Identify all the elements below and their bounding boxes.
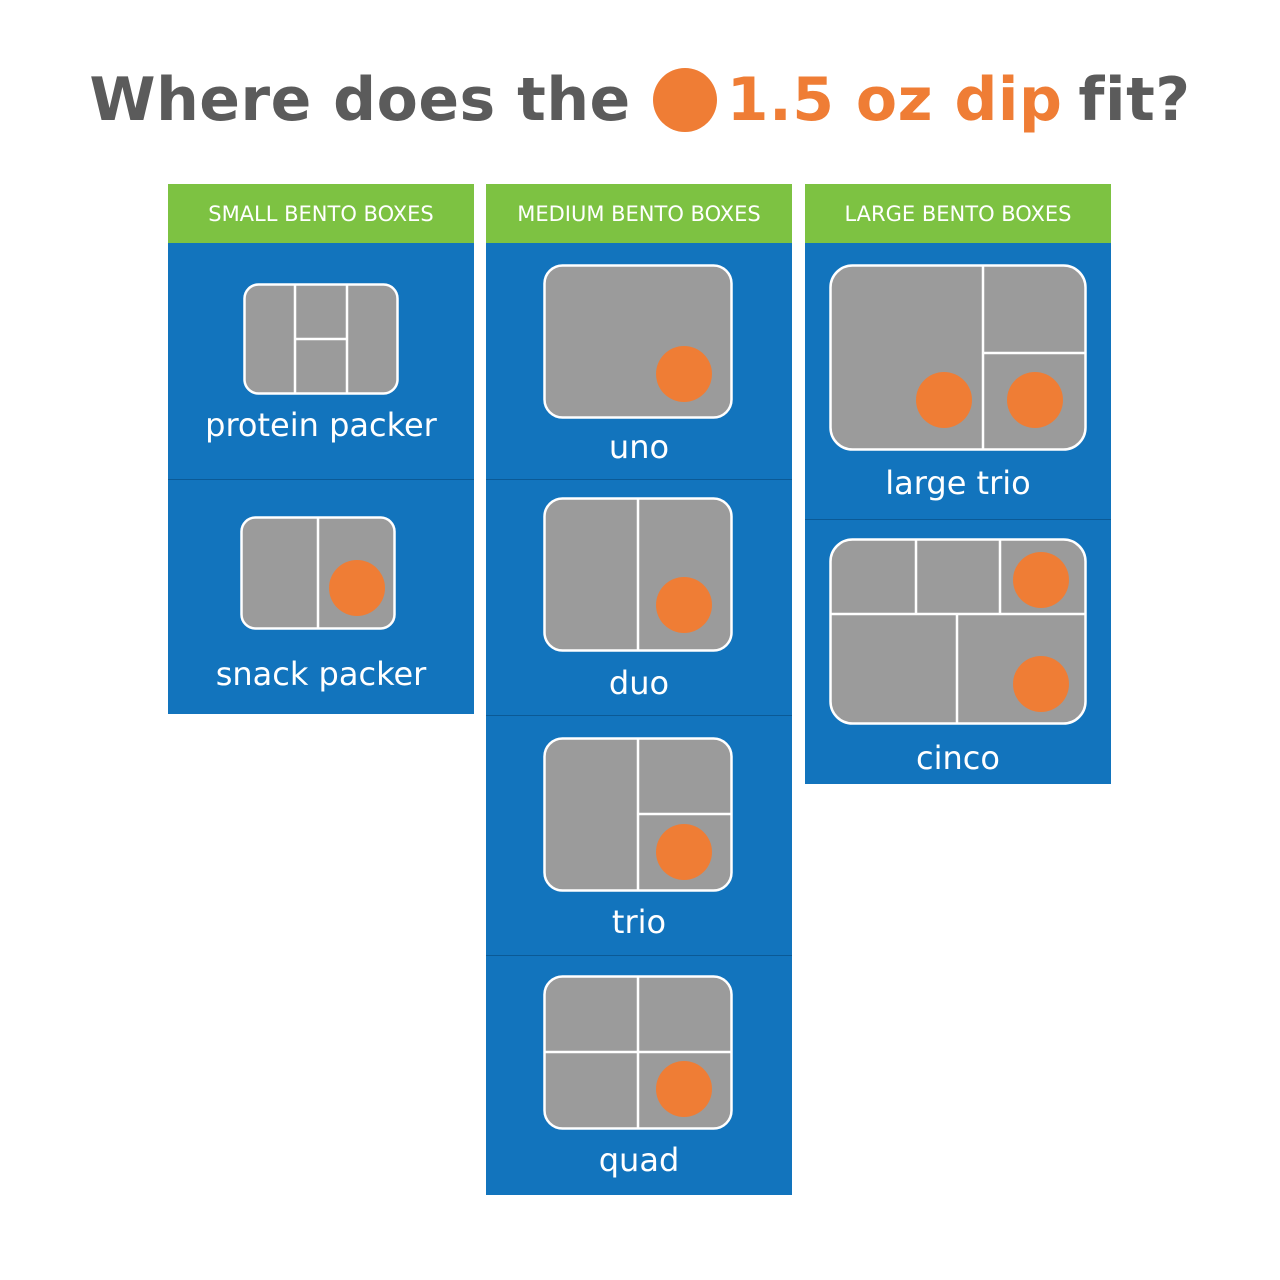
box-cell-uno: uno <box>486 243 792 480</box>
title-prefix: Where does the <box>89 65 631 135</box>
quad-tray-icon <box>543 975 733 1130</box>
dip-cup-icon <box>916 372 972 428</box>
page-title: Where does the 1.5 oz dip fit? <box>0 58 1280 142</box>
column-large: LARGE BENTO BOXES large trio cinco <box>805 184 1111 784</box>
dip-cup-icon <box>1007 372 1063 428</box>
box-label: snack packer <box>215 655 427 693</box>
column-header-large: LARGE BENTO BOXES <box>805 184 1111 243</box>
column-body-large: large trio cinco <box>805 243 1111 784</box>
title-highlight: 1.5 oz dip <box>726 65 1063 135</box>
box-label: protein packer <box>205 406 437 444</box>
protein-packer-tray-icon <box>243 283 399 395</box>
box-label: large trio <box>885 464 1031 502</box>
dip-cup-icon <box>656 1061 712 1117</box>
column-body-small: protein packer snack packer <box>168 243 474 714</box>
cinco-tray-icon <box>829 538 1087 725</box>
large-trio-tray-icon <box>829 264 1087 451</box>
box-cell-cinco: cinco <box>805 520 1111 784</box>
dip-cup-icon <box>656 577 712 633</box>
column-medium: MEDIUM BENTO BOXES uno duo trio <box>486 184 792 1195</box>
dip-cup-icon <box>652 68 717 132</box>
title-suffix: fit? <box>1078 65 1191 135</box>
uno-tray-icon <box>543 264 733 419</box>
dip-cup-icon <box>656 824 712 880</box>
box-label: trio <box>611 903 667 941</box>
dip-cup-icon <box>1013 656 1069 712</box>
box-cell-duo: duo <box>486 480 792 716</box>
snack-packer-tray-icon <box>240 516 396 630</box>
duo-tray-icon <box>543 497 733 652</box>
box-cell-protein-packer: protein packer <box>168 243 474 480</box>
column-header-small: SMALL BENTO BOXES <box>168 184 474 243</box>
trio-tray-icon <box>543 737 733 892</box>
box-cell-snack-packer: snack packer <box>168 480 474 714</box>
dip-cup-icon <box>656 346 712 402</box>
box-label: quad <box>598 1141 680 1179</box>
dip-cup-icon <box>1013 552 1069 608</box>
box-cell-quad: quad <box>486 956 792 1195</box>
box-cell-large-trio: large trio <box>805 243 1111 520</box>
column-small: SMALL BENTO BOXES protein packer snack p… <box>168 184 474 714</box>
box-label: uno <box>608 428 670 466</box>
box-cell-trio: trio <box>486 716 792 956</box>
box-label: cinco <box>916 739 1000 777</box>
box-label: duo <box>608 664 670 702</box>
column-header-medium: MEDIUM BENTO BOXES <box>486 184 792 243</box>
column-body-medium: uno duo trio <box>486 243 792 1195</box>
dip-cup-icon <box>329 560 385 616</box>
